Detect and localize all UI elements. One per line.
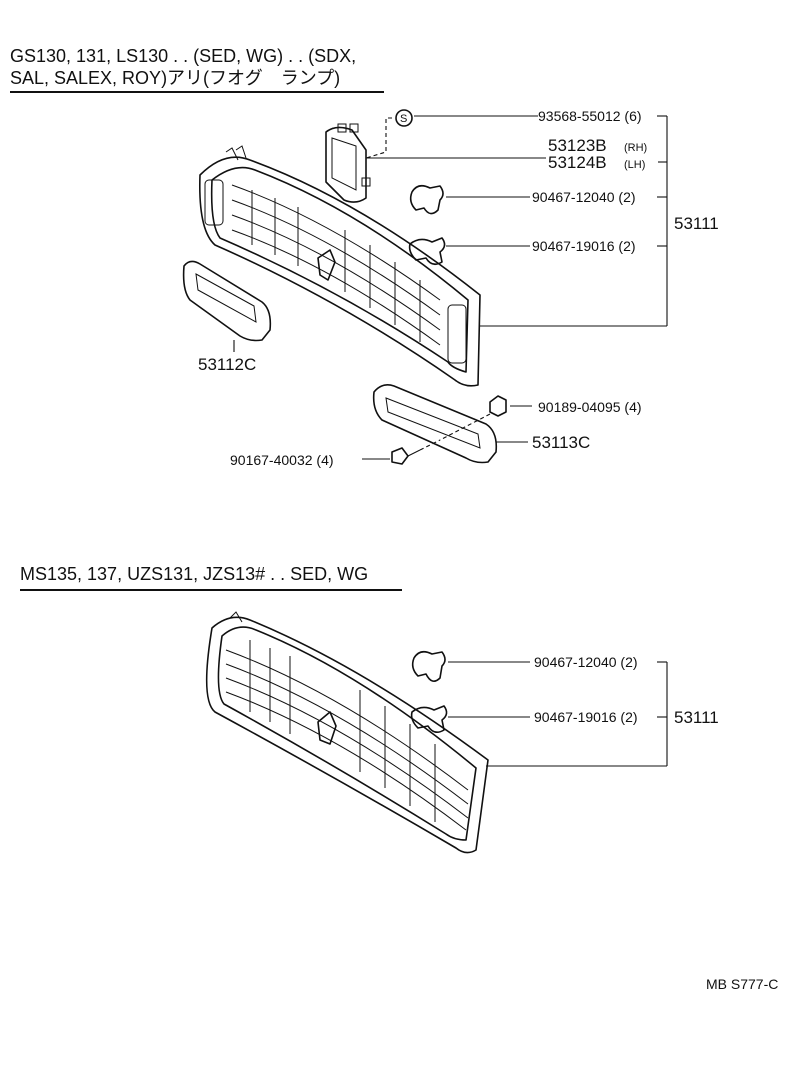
label-90467-12040-lower: 90467-12040 (2) bbox=[534, 654, 638, 670]
nut-90189-04095-drawing bbox=[439, 395, 532, 441]
label-rh: (RH) bbox=[624, 142, 647, 154]
label-53124b: 53124B bbox=[548, 153, 607, 172]
section-1: GS130, 131, LS130 . . (SED, WG) . . (SDX… bbox=[10, 46, 719, 468]
clip-90467-19016-drawing-2 bbox=[410, 705, 530, 734]
label-90167-40032: 90167-40032 (4) bbox=[230, 452, 334, 468]
diagram-code: MB S777-C bbox=[706, 976, 778, 992]
clip-90467-19016-drawing-1 bbox=[408, 237, 530, 266]
grille-53111-upper-drawing bbox=[198, 145, 481, 387]
bracket-53112c-drawing bbox=[182, 260, 272, 352]
clip-90467-12040-drawing-1 bbox=[409, 184, 530, 215]
label-53123b: 53123B bbox=[548, 136, 607, 155]
label-90467-12040-upper: 90467-12040 (2) bbox=[532, 189, 636, 205]
label-lh: (LH) bbox=[624, 159, 645, 171]
assembly-bracket-53111-upper bbox=[480, 115, 668, 327]
section-1-header-line-2: SAL, SALEX, ROY)アリ(フオグ ランプ) bbox=[10, 68, 340, 88]
bracket-53113c-drawing bbox=[372, 384, 528, 464]
section-2-header: MS135, 137, UZS131, JZS13# . . SED, WG bbox=[20, 564, 368, 584]
label-53111-lower: 53111 bbox=[674, 708, 719, 727]
clip-90467-12040-drawing-2 bbox=[411, 650, 530, 682]
fog-lamp-53123b-drawing bbox=[325, 123, 371, 203]
label-53112c: 53112C bbox=[198, 355, 256, 374]
s-mark-circle bbox=[395, 109, 413, 127]
label-53113c: 53113C bbox=[532, 433, 590, 452]
label-90467-19016-lower: 90467-19016 (2) bbox=[534, 709, 638, 725]
assembly-bracket-53111-lower bbox=[657, 661, 668, 766]
label-93568-55012: 93568-55012 (6) bbox=[538, 108, 642, 124]
label-90467-19016-upper: 90467-19016 (2) bbox=[532, 238, 636, 254]
s-mark-label: S bbox=[400, 113, 407, 125]
grille-53111-lower-drawing bbox=[205, 611, 667, 854]
label-90189-04095: 90189-04095 (4) bbox=[538, 399, 642, 415]
section-1-header-line-1: GS130, 131, LS130 . . (SED, WG) . . (SDX… bbox=[10, 46, 356, 66]
label-53111-upper: 53111 bbox=[674, 214, 719, 233]
section-2: MS135, 137, UZS131, JZS13# . . SED, WG bbox=[20, 564, 719, 854]
s-mark-clip: S bbox=[365, 109, 538, 159]
screw-90167-40032-drawing bbox=[362, 439, 441, 465]
